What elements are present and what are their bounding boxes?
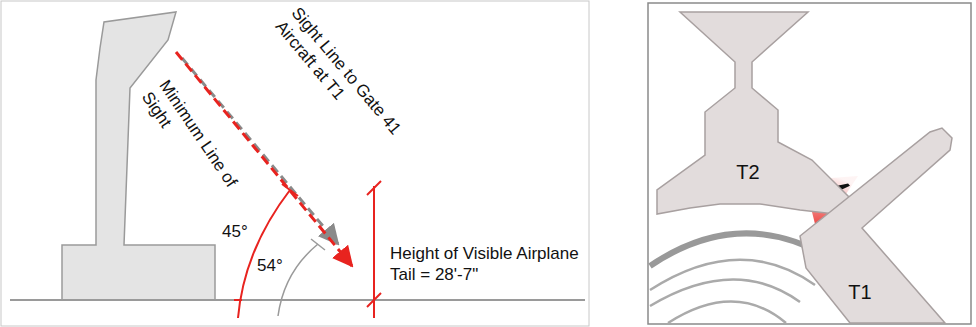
arc-tick <box>234 299 242 301</box>
height-tick <box>367 293 381 307</box>
sight-line-label: Sight Line to Gate 41 Aircraft at T1 <box>271 3 425 176</box>
minimum-sight-label: Minimum Line of Sight <box>137 76 242 203</box>
arc-tick <box>311 239 325 250</box>
terminal-building: T2 <box>655 10 852 216</box>
angle-arc <box>278 244 318 316</box>
height-label: Height of Visible Airplane Tail = 28'-7" <box>390 243 580 285</box>
arc-tick <box>282 184 298 196</box>
angle-label: 45° <box>222 221 248 242</box>
angle-label: 54° <box>257 255 283 276</box>
terminal-building: T1 <box>798 126 954 324</box>
terminal-outline <box>798 126 954 324</box>
terminal-outline <box>655 10 852 216</box>
panel-frame <box>1 1 589 326</box>
terminal-name: T1 <box>848 281 871 304</box>
terminal-name: T2 <box>736 161 759 184</box>
map-frame <box>648 3 971 324</box>
height-tick <box>367 181 381 195</box>
ground-line <box>10 299 585 301</box>
